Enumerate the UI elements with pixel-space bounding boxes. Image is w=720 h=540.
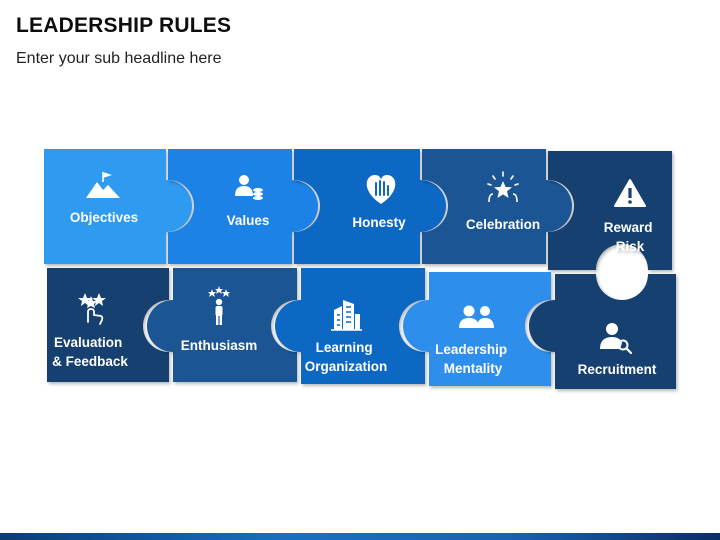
puzzle-piece-reward-risk: Reward Risk (548, 151, 672, 270)
piece-label: Recruitment (578, 362, 657, 377)
piece-label: Leadership Mentality (435, 342, 511, 376)
piece-label-line: Celebration (466, 217, 540, 232)
piece-label: Values (227, 213, 270, 228)
piece-shape (294, 149, 446, 264)
person-coins-icon (235, 175, 263, 200)
puzzle-piece-recruitment: Recruitment (529, 274, 676, 389)
page-title: LEADERSHIP RULES (16, 14, 232, 37)
piece-label: Reward Risk (604, 220, 657, 254)
piece-shape (168, 149, 318, 264)
person-stars-icon (208, 286, 230, 325)
hand-stars-icon (78, 293, 106, 325)
piece-label-line: Leadership (435, 342, 507, 357)
piece-label-line: Mentality (444, 361, 503, 376)
piece-label-line: Evaluation (54, 335, 122, 350)
piece-label-line: Recruitment (578, 362, 657, 377)
piece-shape (47, 268, 169, 382)
piece-label-line: Risk (616, 239, 645, 254)
piece-shape (422, 149, 572, 264)
puzzle-piece-evaluation-feedback: Evaluation & Feedback (47, 268, 169, 382)
piece-label-line: Honesty (352, 215, 406, 230)
piece-label-line: Learning (316, 340, 373, 355)
piece-label-line: & Feedback (52, 354, 128, 369)
piece-label-line: Values (227, 213, 270, 228)
piece-label-line: Enthusiasm (181, 338, 258, 353)
piece-label: Celebration (466, 217, 540, 232)
puzzle-piece-honesty: Honesty (294, 149, 446, 264)
puzzle-piece-objectives: Objectives (44, 149, 192, 264)
piece-label-line: Objectives (70, 210, 138, 225)
warning-icon (614, 179, 646, 207)
piece-label: Evaluation & Feedback (52, 335, 128, 369)
person-search-icon (600, 323, 633, 355)
buildings-icon (331, 300, 362, 331)
piece-shape (548, 151, 672, 270)
star-burst-icon (487, 171, 519, 203)
piece-shape (529, 274, 676, 389)
puzzle-piece-enthusiasm: Enthusiasm (147, 268, 297, 382)
puzzle-piece-celebration: Celebration (422, 149, 572, 264)
puzzle-piece-values: Values (168, 149, 318, 264)
mountain-flag-icon (86, 172, 120, 198)
two-people-icon (459, 305, 494, 328)
piece-label: Objectives (70, 210, 138, 225)
page-subtitle: Enter your sub headline here (16, 50, 222, 67)
bottom-accent-bar (0, 533, 720, 540)
piece-label: Honesty (352, 215, 406, 230)
piece-label: Enthusiasm (181, 338, 258, 353)
piece-shape (403, 272, 551, 386)
puzzle-piece-learning-organization: Learning Organization (275, 268, 425, 384)
piece-shape (44, 149, 192, 264)
piece-label-line: Organization (305, 359, 388, 374)
puzzle-piece-leadership-mentality: Leadership Mentality (403, 272, 551, 386)
heart-hand-icon (366, 175, 396, 204)
piece-label-line: Reward (604, 220, 653, 235)
piece-label: Learning Organization (305, 340, 388, 374)
